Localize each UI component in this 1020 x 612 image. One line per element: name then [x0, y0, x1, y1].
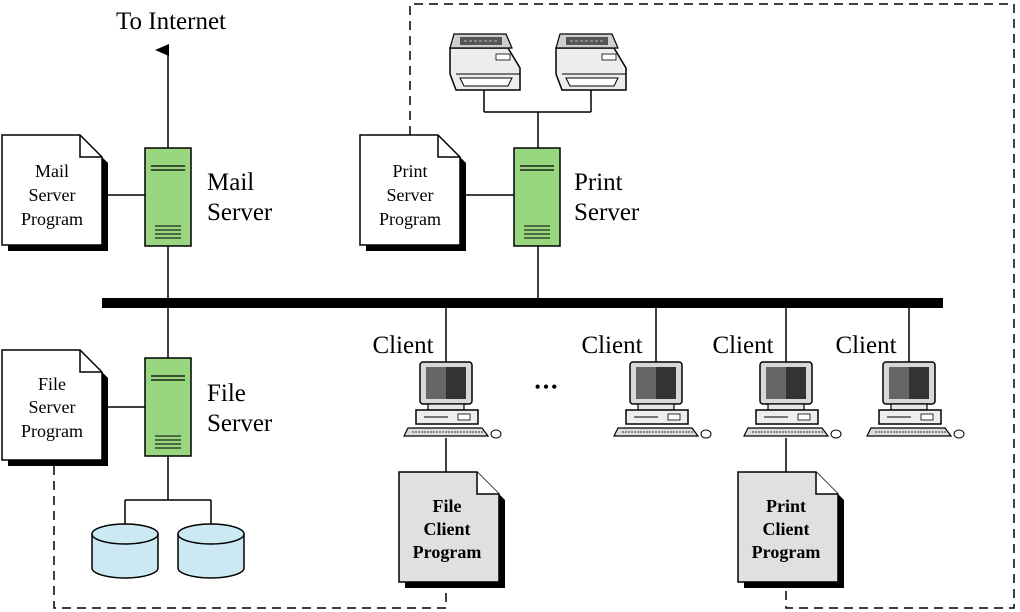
file-client-program-document: File Client Program: [398, 471, 505, 588]
print-server-tower-icon: [513, 147, 561, 247]
printer-icon: [555, 33, 627, 91]
file-client-line-2: Client: [424, 519, 471, 539]
printer-icon: [449, 33, 521, 91]
print-client-line-1: Print: [766, 496, 806, 516]
print-doc-line-2: Server: [387, 185, 434, 205]
mail-server-label-2: Server: [207, 199, 273, 226]
file-doc-line-1: File: [38, 374, 66, 394]
file-server-tower-icon: [144, 357, 192, 457]
computer-icon: [866, 361, 965, 439]
print-server-label-2: Server: [574, 199, 640, 226]
mail-doc-line-2: Server: [29, 185, 76, 205]
to-internet-label: To Internet: [116, 8, 226, 35]
file-doc-line-2: Server: [29, 397, 76, 417]
print-client-program-document: Print Client Program: [737, 471, 844, 588]
mail-server-program-document: Mail Server Program: [1, 134, 108, 251]
disk-icon: [177, 523, 245, 579]
disk-icon: [91, 523, 159, 579]
client-label-4: Client: [835, 332, 896, 359]
print-client-line-2: Client: [763, 519, 810, 539]
client-label-3: Client: [712, 332, 773, 359]
network-bus: [102, 298, 943, 308]
computer-icon: [613, 361, 712, 439]
ellipsis: •••: [535, 377, 560, 397]
file-doc-line-3: Program: [21, 421, 83, 441]
mail-server-tower-icon: [144, 147, 192, 247]
print-doc-line-1: Print: [392, 161, 427, 181]
connection-lines: [106, 44, 910, 526]
client-label-2: Client: [581, 332, 642, 359]
file-server-label-2: Server: [207, 410, 273, 437]
mail-server-label-1: Mail: [207, 169, 254, 196]
mail-doc-line-1: Mail: [35, 161, 69, 181]
client-label-1: Client: [372, 332, 433, 359]
print-service-boundary: [409, 3, 1015, 609]
computer-icon: [403, 361, 502, 439]
print-server-label-1: Print: [574, 169, 623, 196]
print-client-line-3: Program: [752, 542, 821, 562]
mail-doc-line-3: Program: [21, 209, 83, 229]
file-client-line-1: File: [433, 496, 462, 516]
file-server-program-document: File Server Program: [1, 349, 108, 466]
print-server-program-document: Print Server Program: [359, 134, 466, 251]
file-server-label-1: File: [207, 380, 246, 407]
file-service-boundary: [53, 466, 447, 609]
file-client-line-3: Program: [413, 542, 482, 562]
computer-icon: [743, 361, 842, 439]
print-doc-line-3: Program: [379, 209, 441, 229]
